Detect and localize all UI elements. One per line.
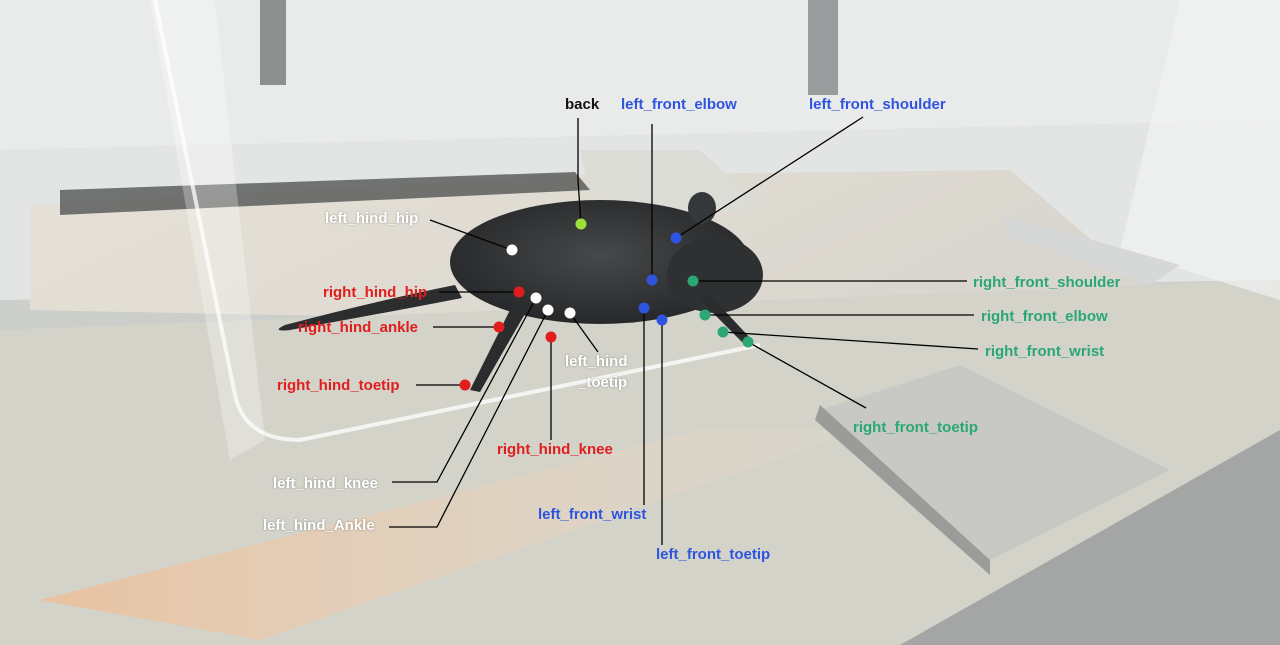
acrylic-chamber-wall: [150, 0, 265, 460]
enclosure-panel: [1120, 0, 1280, 300]
keypoint-right-hind-knee: [545, 331, 557, 343]
keypoint-left-hind-knee: [530, 292, 542, 304]
keypoint-right-hind-hip: [513, 286, 525, 298]
leader-right-front-toetip: [747, 341, 867, 409]
keypoint-right-hind-toetip: [459, 379, 471, 391]
leader-left-hind-ankle: [389, 309, 549, 528]
mouse-head: [667, 237, 763, 313]
mouse: [278, 192, 763, 392]
side-plate: [820, 365, 1170, 560]
leader-right-front-wrist: [722, 331, 979, 350]
back-wall: [0, 0, 1280, 150]
leader-left-hind-hip: [429, 219, 513, 251]
keypoint-right-front-wrist: [717, 326, 729, 338]
keypoint-left-front-wrist: [638, 302, 650, 314]
mouse-hind-leg: [470, 300, 530, 392]
keypoint-back: [575, 218, 587, 230]
label-left-hind-knee: left_hind_knee: [273, 475, 379, 492]
leader-lines: [389, 116, 979, 545]
keypoint-left-front-elbow: [646, 274, 658, 286]
support-post-left: [260, 0, 286, 85]
label-left-front-shoulder: left_front_shoulder: [809, 96, 946, 113]
support-post-right: [808, 0, 838, 95]
label-back: back: [565, 96, 600, 113]
keypoint-left-hind-ankle: [542, 304, 554, 316]
keypoint-left-hind-toetip: [564, 307, 576, 319]
keypoint-right-front-shoulder: [687, 275, 699, 287]
label-left-front-wrist: left_front_wrist: [538, 506, 647, 523]
label-left-hind-ankle: left_hind_Ankle: [263, 517, 375, 534]
label-left-hind-hip: left_hind_hip: [325, 210, 419, 227]
side-plate-edge: [815, 405, 990, 575]
keypoint-right-hind-ankle: [493, 321, 505, 333]
label-right-front-elbow: right_front_elbow: [981, 308, 1108, 325]
label-left-hind-toetip-line2: _toetip: [578, 374, 628, 391]
leader-left-hind-knee: [392, 297, 537, 483]
mouse-ear: [688, 192, 716, 224]
leader-left-front-shoulder: [675, 116, 864, 239]
label-left-front-elbow: left_front_elbow: [621, 96, 737, 113]
keypoints: [459, 218, 754, 391]
acrylic-chamber-edge: [153, 0, 761, 443]
label-left-front-toetip: left_front_toetip: [656, 546, 771, 563]
label-right-hind-hip: right_hind_hip: [323, 284, 428, 301]
keypoint-right-front-toetip: [742, 336, 754, 348]
label-right-hind-toetip: right_hind_toetip: [277, 377, 400, 394]
keypoint-left-front-toetip: [656, 314, 668, 326]
keypoint-left-front-shoulder: [670, 232, 682, 244]
label-right-front-toetip: right_front_toetip: [853, 419, 978, 436]
label-right-front-wrist: right_front_wrist: [985, 343, 1105, 360]
leader-back: [577, 118, 582, 225]
track-slot: [60, 172, 590, 215]
keypoint-left-hind-hip: [506, 244, 518, 256]
clamp-bracket: [1005, 215, 1180, 285]
light-reflection: [40, 430, 860, 640]
label-right-hind-knee: right_hind_knee: [497, 441, 613, 458]
label-left-hind-toetip-line1: left_hind: [565, 353, 628, 370]
front-rail: [900, 430, 1280, 645]
mouse-tail: [278, 285, 462, 331]
keypoint-right-front-elbow: [699, 309, 711, 321]
leader-left-hind-toetip: [569, 312, 599, 353]
label-right-front-shoulder: right_front_shoulder: [973, 274, 1121, 291]
label-right-hind-ankle: right_hind_ankle: [298, 319, 419, 336]
